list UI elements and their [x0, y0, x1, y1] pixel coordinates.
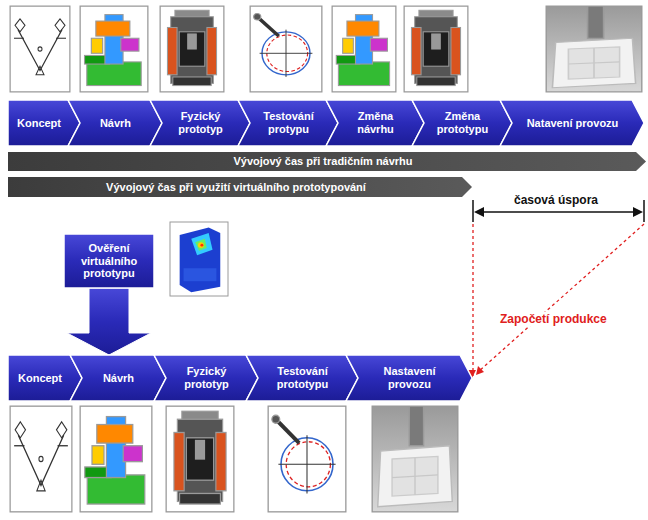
concept-sketch	[10, 6, 70, 92]
thumbnail-frame	[10, 406, 72, 512]
node-text: Testování prototypu	[261, 365, 344, 390]
node-text: Natavení provozu	[527, 117, 619, 130]
node-text: Návrh	[100, 117, 131, 130]
thumbnail-frame	[250, 6, 322, 92]
node-outline	[238, 100, 338, 146]
stage-chevron: Testování protypu	[238, 100, 338, 146]
thumbnail-row	[10, 406, 458, 512]
thumbnail-frame	[268, 406, 346, 512]
node-outline	[70, 355, 166, 401]
production-start-label: Započetí produkce	[498, 312, 609, 326]
production-photo	[546, 6, 642, 92]
thumbnail-frame	[10, 6, 70, 92]
flow-arrow	[67, 288, 151, 355]
test-plot	[268, 406, 346, 512]
node-outline	[412, 100, 512, 146]
node-text: Vývojový čas při využití virtuálního pro…	[106, 181, 366, 194]
machine-prototype	[166, 406, 234, 512]
node-outline	[8, 177, 472, 197]
node-text: Vývojový čas při tradičním návrhu	[233, 155, 412, 168]
node-text: Koncept	[18, 372, 62, 385]
arrow-head	[476, 366, 484, 375]
node-outline	[246, 355, 358, 401]
node-text: Návrh	[103, 372, 134, 385]
node-text: Fyzický prototyp	[169, 365, 244, 390]
cad-model	[332, 6, 396, 92]
thumbnail-frame	[80, 6, 148, 92]
fem-model	[170, 222, 228, 296]
stage-chevron: Změna prototypu	[412, 100, 512, 146]
stage-chevron: Koncept	[8, 355, 82, 401]
thumbnail-frame	[170, 222, 228, 296]
node-outline	[500, 100, 644, 146]
node-text: Změna návrhu	[341, 110, 410, 135]
node-outline	[154, 355, 258, 401]
node-text: Fyzický prototyp	[165, 110, 236, 135]
machine-prototype	[404, 6, 468, 92]
production-photo	[372, 406, 458, 512]
time-saving-label: časová úspora	[512, 193, 600, 207]
time-bar: Vývojový čas při využití virtuálního pro…	[8, 177, 472, 197]
stage-chevron: Fyzický prototyp	[154, 355, 258, 401]
thumbnail-frame	[546, 6, 642, 92]
stage-chevron: Návrh	[68, 100, 162, 146]
thumbnail-frame	[160, 6, 224, 92]
stage-chevron: Změna návrhu	[326, 100, 424, 146]
stage-chevron: Nastavení provozu	[346, 355, 472, 401]
test-plot	[250, 6, 322, 92]
cad-model	[80, 6, 148, 92]
machine-prototype	[160, 6, 224, 92]
node-text: Změna prototypu	[427, 110, 498, 135]
node-outline	[64, 234, 154, 288]
node-outline	[8, 100, 80, 146]
node-text: Testování protypu	[253, 110, 324, 135]
stage-chevron: Natavení provozu	[500, 100, 644, 146]
thumbnail-frame	[372, 406, 458, 512]
thumbnail-row	[10, 6, 642, 92]
cad-model	[80, 406, 152, 512]
node-outline	[8, 355, 82, 401]
node-outline	[68, 100, 162, 146]
node-outline	[150, 100, 250, 146]
stage-chevron: Fyzický prototyp	[150, 100, 250, 146]
concept-sketch	[10, 406, 72, 512]
node-text: Koncept	[17, 117, 61, 130]
thumbnail-frame	[166, 406, 234, 512]
node-outline	[346, 355, 472, 401]
node-text: Ověření virtuálního prototypu	[68, 242, 150, 280]
thumbnail-frame	[332, 6, 396, 92]
node-text: Nastavení provozu	[361, 365, 458, 390]
node-outline	[8, 152, 646, 171]
time-bar: Vývojový čas při tradičním návrhu	[8, 152, 646, 171]
node-outline	[326, 100, 424, 146]
stage-chevron: Návrh	[70, 355, 166, 401]
stage-chevron: Testování prototypu	[246, 355, 358, 401]
process-box: Ověření virtuálního prototypu	[64, 234, 154, 288]
production-start-line	[473, 224, 644, 376]
stage-chevron: Koncept	[8, 100, 80, 146]
thumbnail-frame	[80, 406, 152, 512]
thumbnail-frame	[404, 6, 468, 92]
